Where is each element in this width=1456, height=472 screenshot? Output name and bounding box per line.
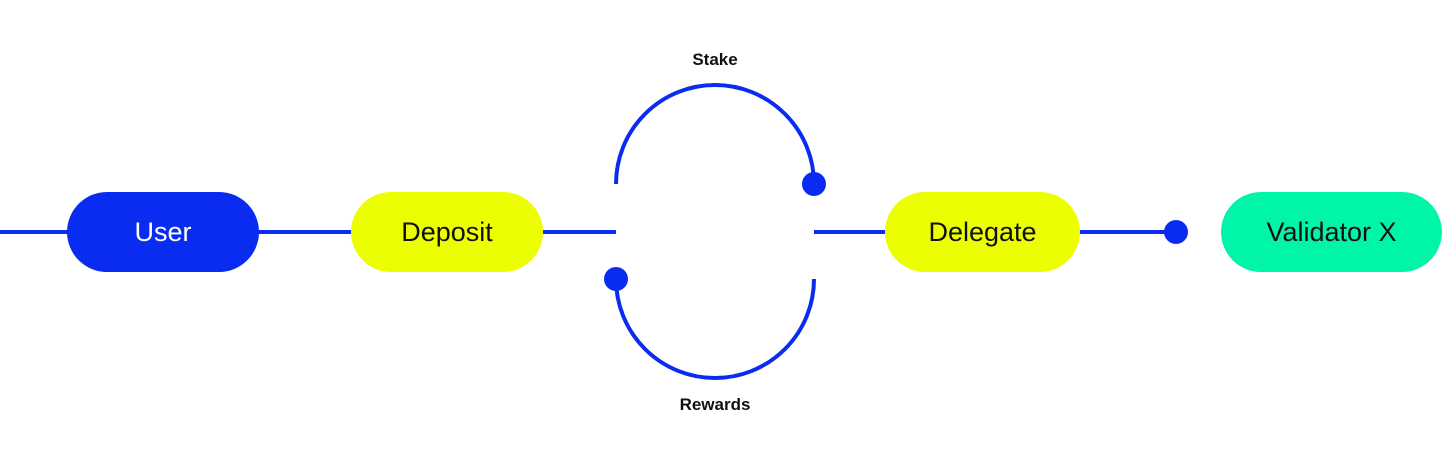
user-node-label: User [134,216,192,247]
user-node: User [67,192,259,272]
validator-node: Validator X [1221,192,1442,272]
validator-node-label: Validator X [1266,216,1397,247]
deposit-node-label: Deposit [401,216,493,247]
rewards-arc [614,278,816,380]
delegate-node: Delegate [885,192,1080,272]
rewards-arc-end-dot [604,267,628,291]
delegate-node-label: Delegate [928,216,1037,247]
delegate-end-dot [1164,220,1188,244]
deposit-node: Deposit [351,192,543,272]
stake-arc [614,83,816,185]
stake-arc-end-dot [802,172,826,196]
rewards-label: Rewards [679,395,751,414]
stake-label: Stake [692,50,738,69]
